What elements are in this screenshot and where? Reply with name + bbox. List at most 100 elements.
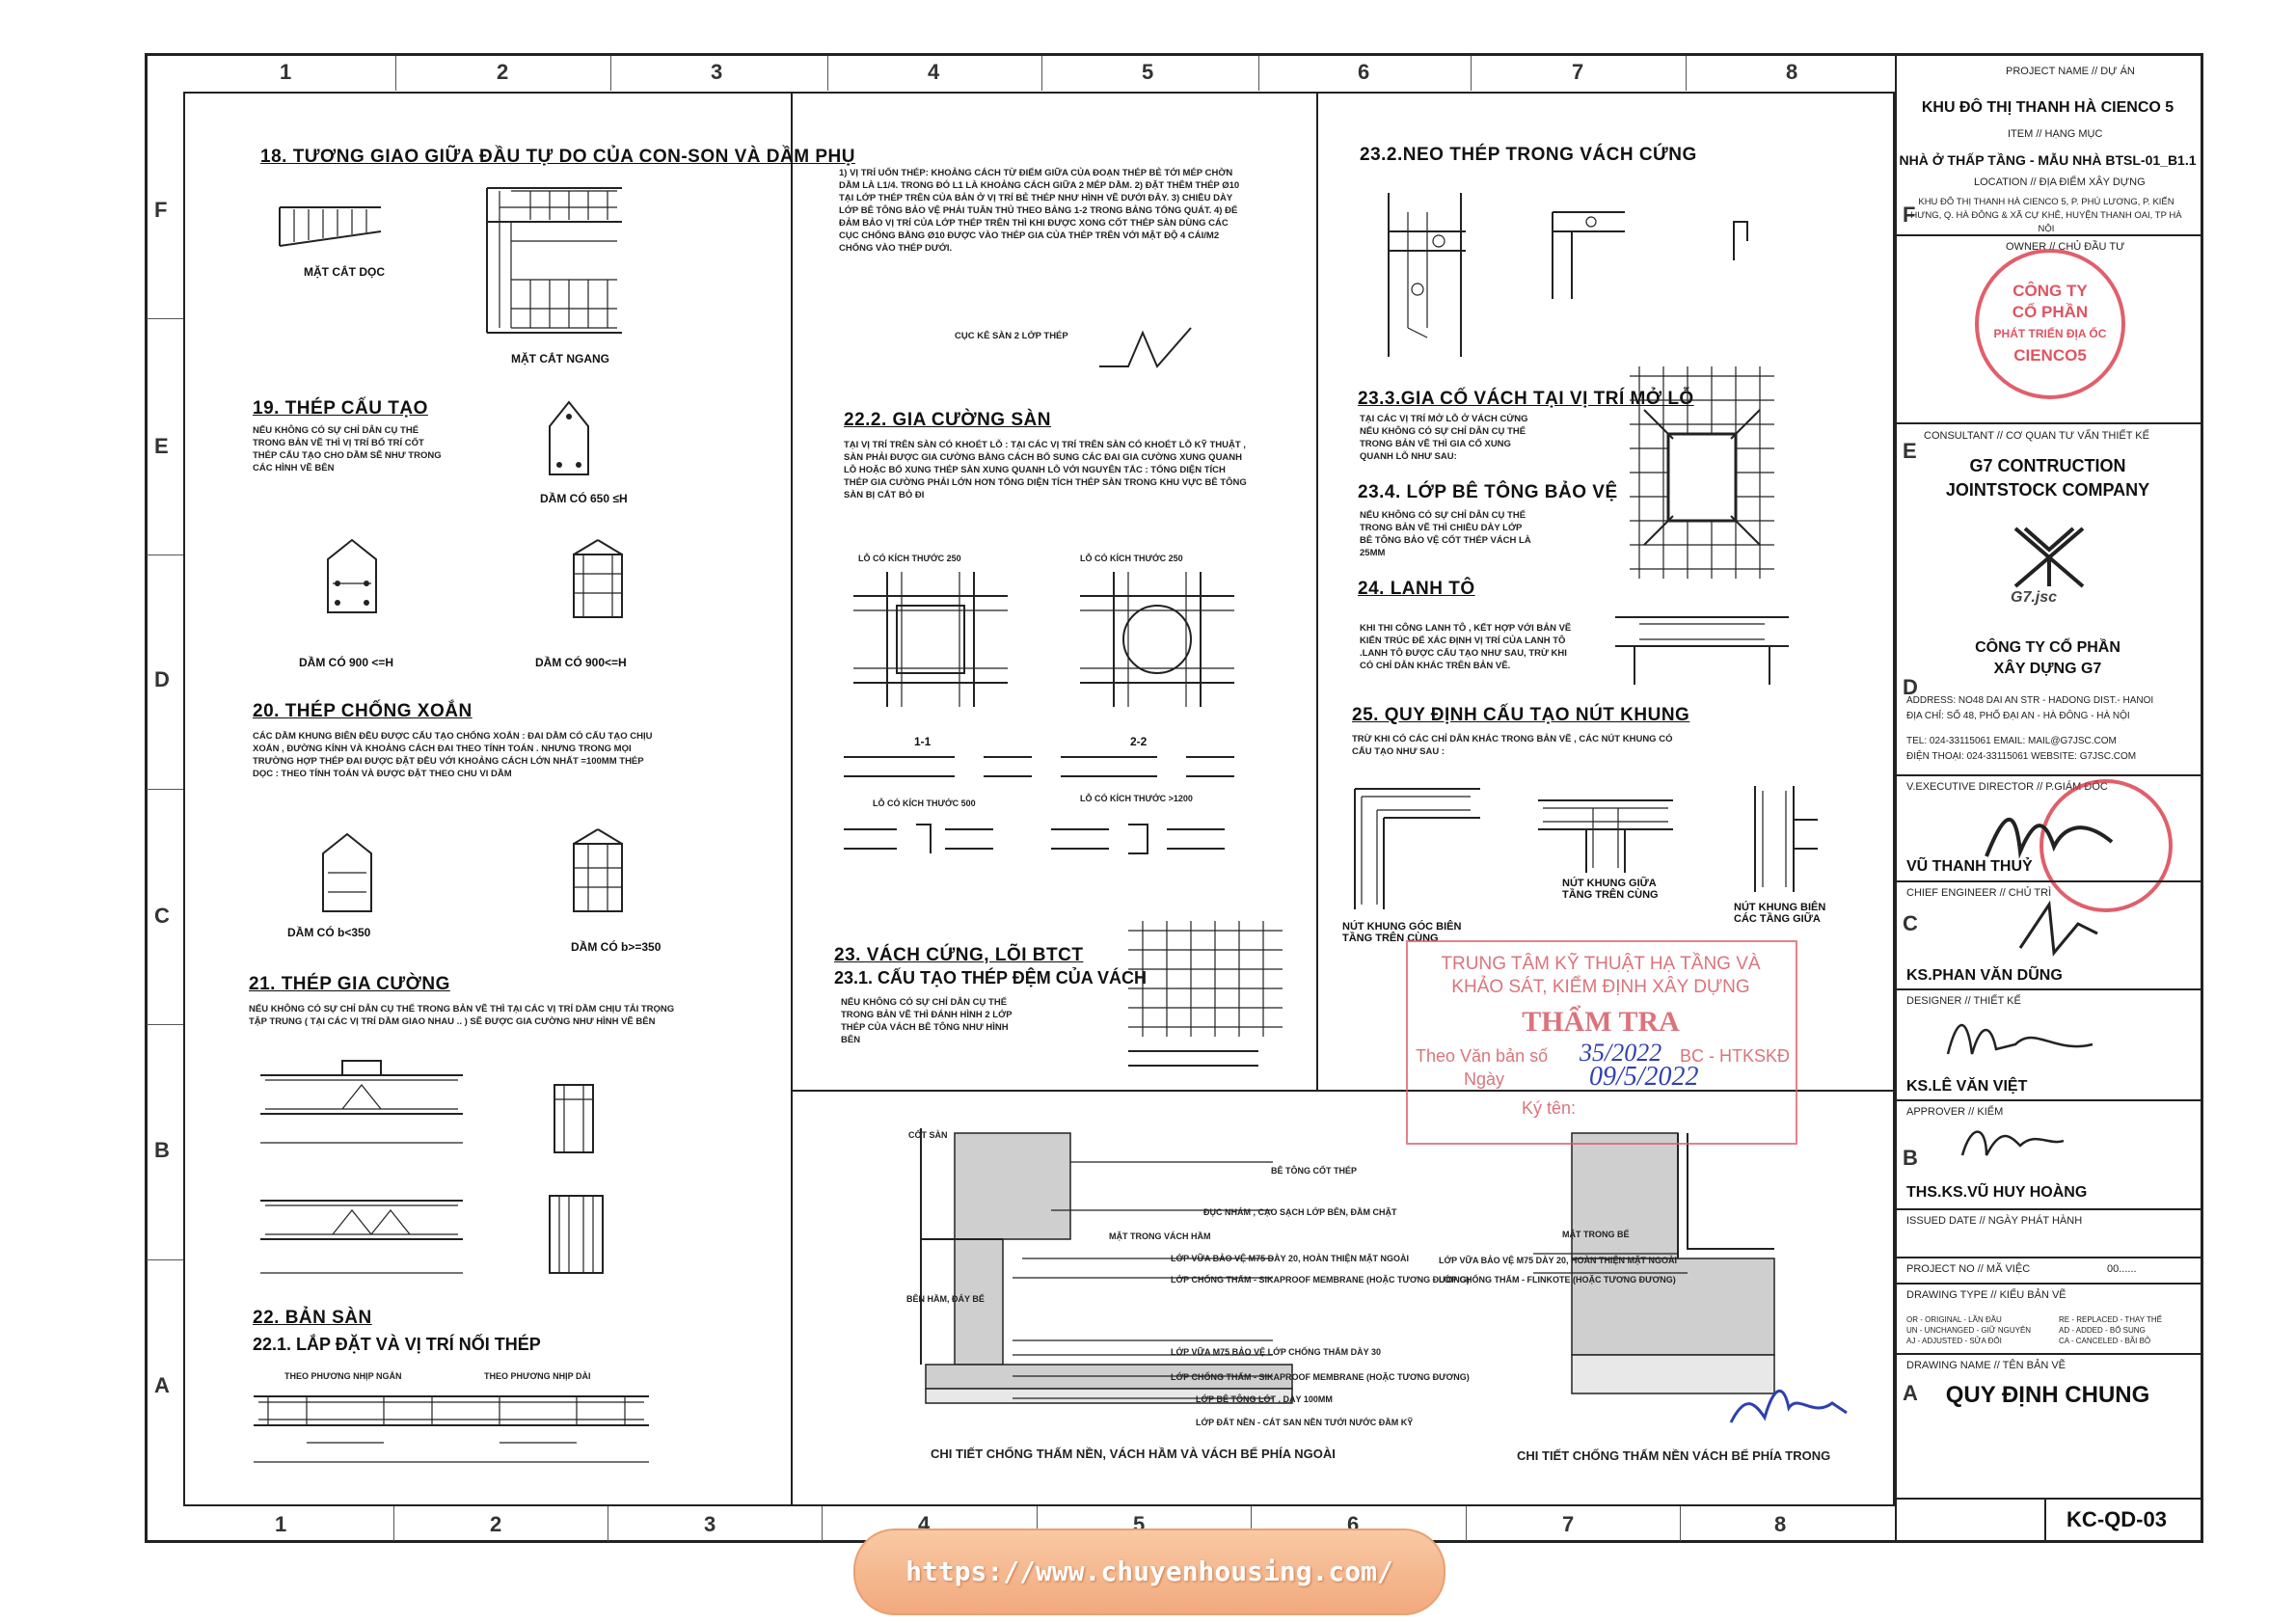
s23-2-anchor-diagram-1	[1388, 193, 1466, 357]
inspection-date-label: Ngày	[1464, 1069, 1505, 1089]
s22-2-section-views	[844, 756, 1234, 777]
wp-label-5: LỚP CHỐNG THẤM - SIKAPROOF MEMBRANE (HOẶ…	[1171, 1275, 1470, 1285]
inspection-doc-label: Theo Văn bản số	[1416, 1046, 1549, 1066]
owner-stamp-line2: CỔ PHẦN	[2012, 303, 2089, 321]
s25-frame-joint-edge	[1754, 786, 1818, 892]
owner-stamp-line4: CIENCO5	[2013, 346, 2087, 365]
signature-chief	[2018, 900, 2098, 957]
dtype-right-1: RE - REPLACED - THAY THẾ	[2059, 1315, 2162, 1324]
signature-designer	[1946, 1023, 2093, 1055]
section-23-3-note: TẠI CÁC VỊ TRÍ MỞ LỖ Ở VÁCH CỨNG NẾU KHÔ…	[1360, 414, 1528, 462]
section-25-note: TRỪ KHI CÓ CÁC CHỈ DẪN KHÁC TRONG BẢN VẼ…	[1352, 734, 1673, 757]
inspection-doc-suffix: BC - HTKSKĐ	[1680, 1046, 1791, 1066]
s18-caption-longitudinal: MẶT CẮT DỌC	[304, 265, 385, 279]
s20-beam-section-1	[322, 832, 372, 912]
s23-1-section	[1128, 1050, 1258, 1067]
section-20-note: CÁC DẦM KHUNG BIÊN ĐỀU ĐƯỢC CẤU TẠO CHỐN…	[253, 731, 653, 779]
section-24-title: 24. LANH TÔ	[1358, 579, 1475, 599]
grid-row: B	[154, 1138, 170, 1162]
dtype-left-2: UN - UNCHANGED - GIỮ NGUYÊN	[1906, 1326, 2032, 1335]
chief-caption: CHIEF ENGINEER // CHỦ TRÌ	[1906, 887, 2052, 899]
grid-row: A	[154, 1373, 170, 1397]
section-22-notes: 1) VỊ TRÍ UỐN THÉP: KHOẢNG CÁCH TỪ ĐIỂM …	[839, 168, 1240, 254]
grid-col: 8	[1774, 1512, 1787, 1536]
s22-2-round-hole	[1080, 572, 1234, 707]
inspection-line2: KHẢO SÁT, KIỂM ĐỊNH XÂY DỰNG	[1451, 977, 1750, 997]
wp-label-6: BÊN HẦM, ĐÁY BỂ	[906, 1294, 985, 1304]
s22-1-label-long: THEO PHƯƠNG NHỊP DÀI	[484, 1371, 591, 1381]
section-23-1-note: NẾU KHÔNG CÓ SỰ CHỈ DẪN CỤ THỂ TRONG BẢN…	[841, 997, 1013, 1045]
grid-tick	[1686, 56, 1687, 91]
project-name: KHU ĐÔ THỊ THANH HÀ CIENCO 5	[1921, 99, 2174, 116]
location-caption: LOCATION // ĐỊA ĐIỂM XÂY DỰNG	[1974, 176, 2146, 188]
s25-caption-edge: NÚT KHUNG BIÊN CÁC TẦNG GIỮA	[1734, 902, 1826, 925]
grid-tick	[822, 1506, 823, 1541]
grid-tick	[610, 56, 611, 91]
grid-row: E	[154, 434, 169, 458]
wp-in-label-3: LỚP CHỐNG THẤM - FLINKOTE (HOẶC TƯƠNG ĐƯ…	[1439, 1275, 1676, 1285]
designer-name: KS.LÊ VĂN VIỆT	[1906, 1078, 2028, 1095]
s21-section-2	[549, 1195, 604, 1274]
inspection-line1: TRUNG TÂM KỸ THUẬT HẠ TẦNG VÀ	[1441, 954, 1761, 974]
consultant-caption: CONSULTANT // CƠ QUAN TƯ VẤN THIẾT KẾ	[1924, 430, 2149, 442]
section-23-2-title: 23.2.NEO THÉP TRONG VÁCH CỨNG	[1360, 145, 1697, 165]
grid-row: A	[1903, 1381, 1918, 1405]
section-22-1-title: 22.1. LẮP ĐẶT VÀ VỊ TRÍ NỐI THÉP	[253, 1335, 541, 1354]
projno-value: 00......	[2107, 1263, 2137, 1275]
project-caption: PROJECT NAME // DỰ ÁN	[2006, 66, 2135, 77]
wp-label-9: LỚP BÊ TÔNG LÓT , DÀY 100MM	[1196, 1394, 1333, 1404]
inspection-sign-label: Ký tên:	[1522, 1098, 1577, 1118]
owner-stamp-line3: PHÁT TRIỂN ĐỊA ỐC	[1993, 327, 2107, 340]
g7-logo-icon	[2013, 527, 2085, 588]
s19-caption-3: DẦM CÓ 900<=H	[535, 656, 627, 669]
grid-col: 3	[704, 1512, 716, 1536]
issued-caption: ISSUED DATE // NGÀY PHÁT HÀNH	[1906, 1215, 2083, 1227]
panel-divider	[791, 1090, 1895, 1092]
grid-tick	[393, 1506, 394, 1541]
wp-in-label-1: MẶT TRONG BỂ	[1562, 1230, 1630, 1239]
wp-label-3: MẶT TRONG VÁCH HẦM	[1109, 1231, 1211, 1241]
grid-row: F	[1903, 203, 1916, 227]
s20-beam-section-2	[573, 828, 623, 912]
wp-in-label-2: LỚP VỮA BẢO VỆ M75 DÀY 20, HOÀN THIỆN MẶ…	[1439, 1256, 1678, 1265]
panel-divider	[791, 92, 793, 1506]
s19-caption-2: DẦM CÓ 900 <=H	[299, 656, 394, 669]
waterproofing-outer-detail	[920, 1128, 1293, 1404]
s22-2-hole-label-3: LỖ CÓ KÍCH THƯỚC 500	[873, 798, 976, 808]
inspection-date: 09/5/2022	[1589, 1062, 1699, 1092]
grid-tick	[1251, 1506, 1252, 1541]
grid-col: 8	[1786, 60, 1798, 84]
drawing-name: QUY ĐỊNH CHUNG	[1945, 1382, 2150, 1408]
s22-1-label-short: THEO PHƯƠNG NHỊP NGẮN	[284, 1371, 402, 1381]
grid-col: 5	[1142, 60, 1154, 84]
s25-frame-joint-middle	[1538, 799, 1673, 873]
grid-col: 3	[711, 60, 723, 84]
grid-tick	[395, 56, 396, 91]
section-22-2-title: 22.2. GIA CƯỜNG SÀN	[844, 410, 1051, 430]
grid-tick	[147, 318, 183, 319]
s22-2-section-1: 1-1	[914, 735, 932, 748]
section-23-1-title: 23.1. CẤU TẠO THÉP ĐỆM CỦA VÁCH	[834, 968, 1148, 987]
inspection-stamp: TRUNG TÂM KỸ THUẬT HẠ TẦNG VÀ KHẢO SÁT, …	[1406, 940, 1797, 1145]
wp-label-2: ĐỤC NHÁM , CẠO SẠCH LỚP BÊN, ĐẦM CHẶT	[1203, 1207, 1397, 1217]
dtype-caption: DRAWING TYPE // KIỂU BẢN VẼ	[1906, 1289, 2066, 1301]
grid-col: 1	[275, 1512, 287, 1536]
s25-caption-corner: NÚT KHUNG GÓC BIÊN TẦNG TRÊN CÙNG	[1342, 921, 1462, 944]
section-23-3-title: 23.3.GIA CỐ VÁCH TẠI VỊ TRÍ MỞ LỖ	[1358, 389, 1694, 409]
s19-beam-section-3	[573, 539, 623, 618]
grid-row: D	[154, 667, 170, 691]
grid-col: 2	[497, 60, 509, 84]
grid-tick	[1471, 56, 1472, 91]
grid-row: F	[154, 198, 168, 222]
watermark-url[interactable]: https://www.chuyenhousing.com/	[853, 1528, 1445, 1615]
grid-col: 1	[280, 60, 292, 84]
address-en: ADDRESS: NO48 DAI AN STR - HADONG DIST.-…	[1906, 695, 2154, 706]
wp-caption-inner: CHI TIẾT CHỐNG THẤM NỀN VÁCH BỂ PHÍA TRO…	[1517, 1448, 1831, 1463]
s20-caption-1: DẦM CÓ b<350	[287, 926, 371, 939]
dtype-left-1: OR - ORIGINAL - LẦN ĐẦU	[1906, 1315, 2002, 1324]
section-24-note: KHI THI CÔNG LANH TÔ , KẾT HỢP VỚI BẢN V…	[1360, 623, 1572, 671]
section-21-note: NẾU KHÔNG CÓ SỰ CHỈ DẪN CỤ THỂ TRONG BẢN…	[249, 1004, 675, 1027]
s22-kicker-label: CỤC KÊ SÀN 2 LỚP THÉP	[955, 331, 1068, 341]
owner-stamp-line1: CÔNG TY	[2012, 282, 2088, 300]
s22-2-hole-label-2: LỖ CÓ KÍCH THƯỚC 250	[1080, 554, 1183, 563]
